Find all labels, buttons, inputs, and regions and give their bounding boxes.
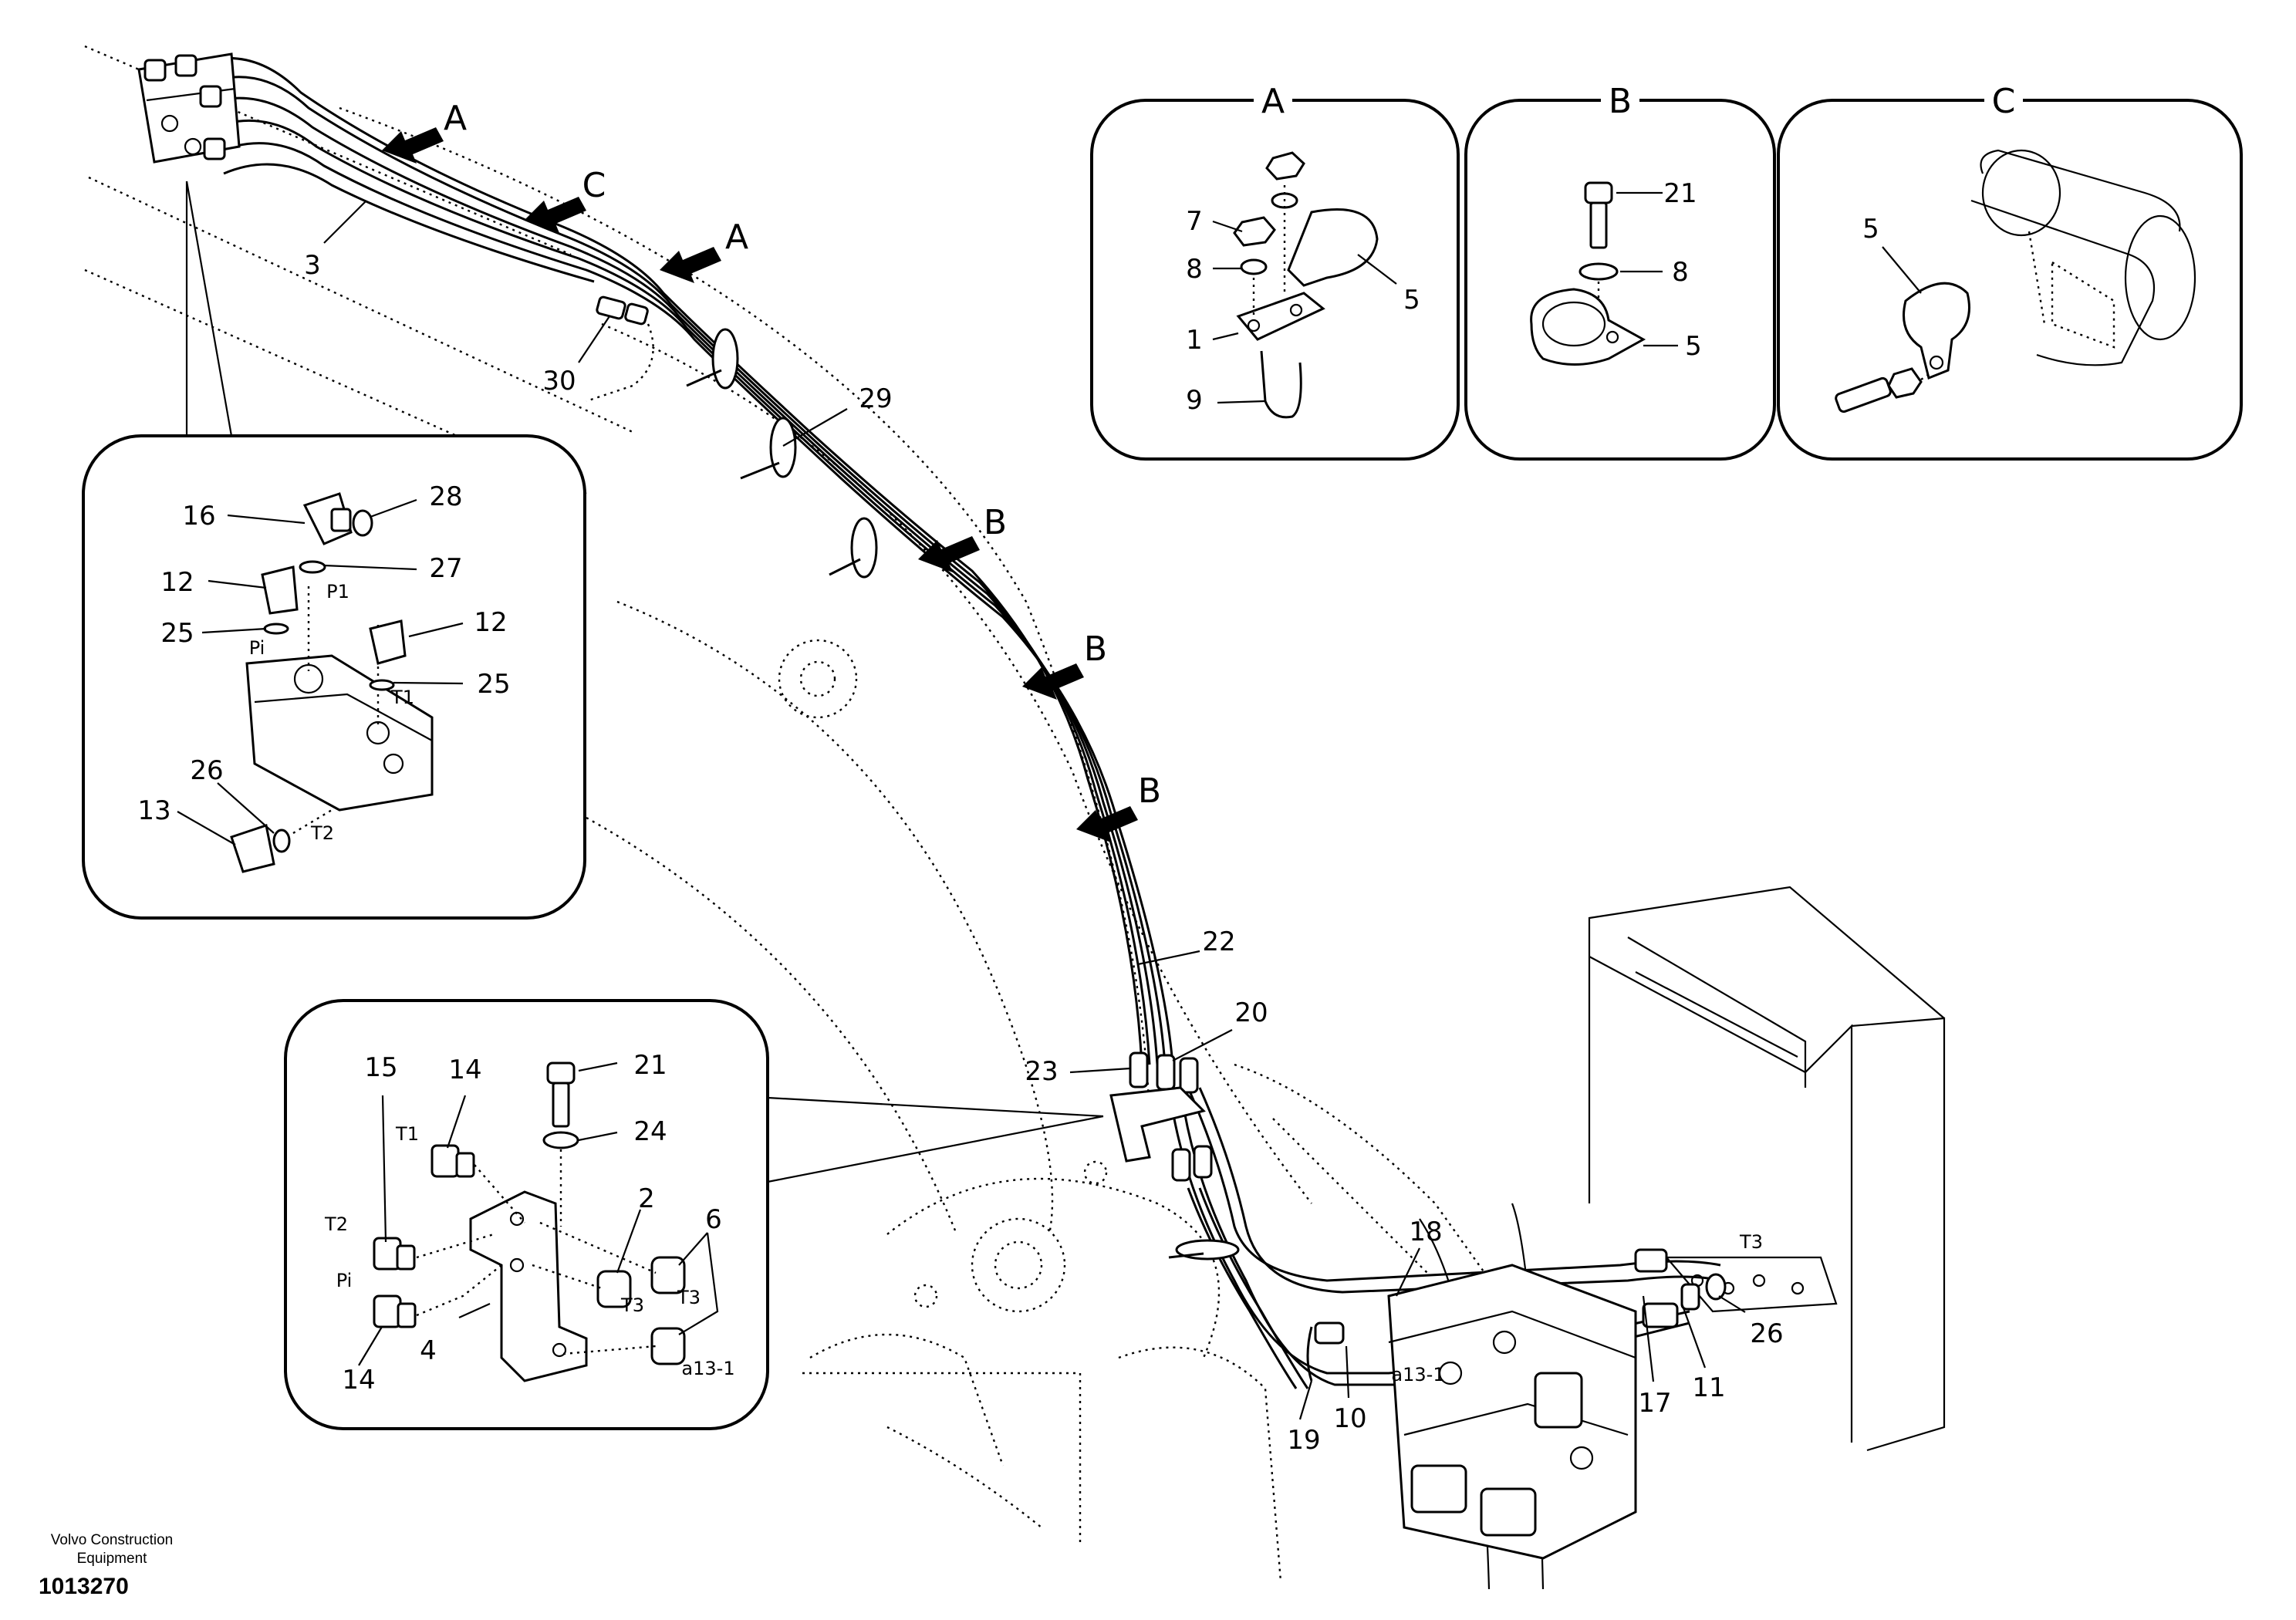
callout-21-inset: 21 xyxy=(633,1050,667,1081)
view-letter-a-top: A xyxy=(444,99,467,138)
callout-5-c: 5 xyxy=(1862,214,1879,245)
port-pi-bracket: Pi xyxy=(336,1270,353,1291)
view-letter-b-3: B xyxy=(1138,771,1161,811)
detail-panel-c xyxy=(1777,99,2243,461)
callout-3: 3 xyxy=(304,250,321,281)
callout-25-left: 25 xyxy=(160,618,194,649)
callout-2: 2 xyxy=(638,1183,655,1214)
view-letter-a-mid: A xyxy=(725,218,748,257)
port-pi-inset: Pi xyxy=(249,637,265,659)
callout-15: 15 xyxy=(364,1052,397,1083)
callout-29: 29 xyxy=(859,383,892,414)
view-letter-c: C xyxy=(582,166,606,205)
callout-13: 13 xyxy=(137,795,171,826)
view-arrows xyxy=(382,127,1138,842)
callout-4: 4 xyxy=(420,1335,437,1366)
callout-24: 24 xyxy=(633,1116,667,1147)
callout-23: 23 xyxy=(1025,1056,1058,1087)
callout-26-main: 26 xyxy=(1750,1318,1783,1349)
port-t1-inset: T1 xyxy=(390,687,414,708)
detail-panel-b xyxy=(1464,99,1776,461)
port-a13-main: a13-1 xyxy=(1391,1364,1444,1385)
callout-12-right: 12 xyxy=(474,607,507,638)
callout-28: 28 xyxy=(429,481,462,512)
view-arrow-b-3 xyxy=(1076,806,1138,842)
view-arrow-c xyxy=(525,197,586,233)
port-t1-bracket: T1 xyxy=(395,1123,419,1145)
callout-14-bottom: 14 xyxy=(342,1365,375,1396)
drawing-number: 1013270 xyxy=(39,1574,129,1599)
inset-pilot-valve xyxy=(82,181,586,920)
callout-12-left: 12 xyxy=(160,567,194,598)
brand-line-2: Equipment xyxy=(76,1551,147,1567)
callout-26-inset: 26 xyxy=(190,755,223,786)
callout-5-b: 5 xyxy=(1685,331,1702,362)
callout-30: 30 xyxy=(542,366,576,397)
brand-line-1: Volvo Construction xyxy=(50,1532,174,1548)
callout-25-right: 25 xyxy=(477,669,510,700)
fittings-23-20 xyxy=(1109,1051,1213,1182)
hose-clamps xyxy=(686,328,1240,1261)
pilot-valve-block xyxy=(137,52,241,164)
leader-lines xyxy=(323,200,1746,1420)
view-arrow-b-2 xyxy=(1022,663,1084,700)
port-a13-bracket: a13-1 xyxy=(681,1358,734,1379)
view-arrow-a-top xyxy=(382,127,444,164)
port-t3-bracket-b: T3 xyxy=(677,1287,701,1308)
detail-panel-a xyxy=(1090,99,1460,461)
port-t3-main: T3 xyxy=(1739,1231,1763,1253)
brand-label: Volvo Construction Equipment xyxy=(23,1531,201,1568)
control-valve xyxy=(1314,1248,1727,1560)
callout-1: 1 xyxy=(1186,325,1203,356)
view-arrow-a-mid xyxy=(660,247,721,283)
view-letter-b-1: B xyxy=(984,503,1007,542)
callout-27: 27 xyxy=(429,553,462,584)
callout-7: 7 xyxy=(1186,206,1203,237)
inset-bracket xyxy=(284,999,1104,1430)
callout-11: 11 xyxy=(1692,1372,1725,1403)
view-letter-b-2: B xyxy=(1084,629,1107,669)
panel-title-b: B xyxy=(1609,82,1632,121)
callout-21-b: 21 xyxy=(1663,178,1697,209)
port-t2-inset: T2 xyxy=(310,822,334,844)
callout-8-b: 8 xyxy=(1672,257,1689,288)
panel-title-a: A xyxy=(1261,82,1285,121)
callout-17: 17 xyxy=(1638,1388,1671,1419)
callout-19: 19 xyxy=(1287,1425,1320,1456)
panel-title-c: C xyxy=(1992,82,2016,121)
callout-8-a: 8 xyxy=(1186,254,1203,285)
fitting-30 xyxy=(586,295,654,403)
callout-10: 10 xyxy=(1333,1403,1366,1434)
callout-9: 9 xyxy=(1186,385,1203,416)
callout-22: 22 xyxy=(1202,926,1235,957)
callout-14-top: 14 xyxy=(448,1055,481,1085)
callout-5-a: 5 xyxy=(1403,285,1420,316)
callout-18: 18 xyxy=(1409,1217,1442,1247)
callout-6: 6 xyxy=(705,1204,722,1235)
port-p1: P1 xyxy=(326,581,349,602)
callout-16: 16 xyxy=(182,501,215,532)
port-t2-bracket: T2 xyxy=(324,1213,348,1235)
view-arrow-b-1 xyxy=(918,536,980,572)
port-t3-bracket-a: T3 xyxy=(620,1294,644,1316)
callout-20: 20 xyxy=(1234,997,1268,1028)
